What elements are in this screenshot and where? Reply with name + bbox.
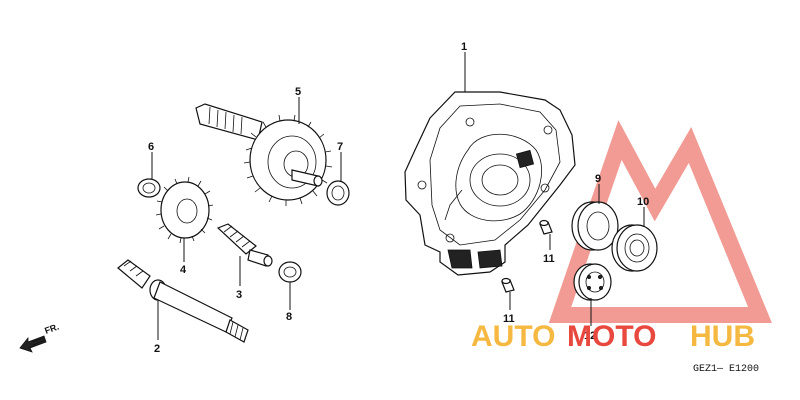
direction-marker: FR. bbox=[19, 322, 60, 353]
diagram-code: GEZ1— E1200 bbox=[693, 364, 759, 375]
part-driveshaft-2[interactable] bbox=[117, 259, 249, 343]
callout-9: 9 bbox=[595, 173, 601, 185]
part-washer-8[interactable] bbox=[278, 261, 302, 283]
watermark-text: AUTO MOTO HUB bbox=[471, 320, 755, 353]
part-bearing-9[interactable] bbox=[571, 201, 619, 251]
part-countershaft[interactable] bbox=[195, 103, 333, 206]
watermark-moto: MOTO bbox=[567, 320, 656, 353]
callout-7: 7 bbox=[337, 141, 343, 153]
callout-10: 10 bbox=[637, 196, 649, 208]
callout-11-lower: 11 bbox=[503, 313, 515, 325]
front-arrow-icon bbox=[19, 335, 47, 353]
callout-1: 1 bbox=[461, 41, 467, 53]
part-bearing-12[interactable] bbox=[573, 263, 612, 301]
part-shaft-3[interactable] bbox=[216, 223, 273, 267]
part-gear-4[interactable] bbox=[155, 176, 214, 244]
callout-4: 4 bbox=[180, 264, 187, 276]
callout-8: 8 bbox=[286, 311, 292, 323]
watermark-hub: HUB bbox=[690, 320, 755, 353]
leader-lines bbox=[151, 52, 645, 340]
part-dowel-pin-11a[interactable] bbox=[539, 219, 553, 235]
callout-3: 3 bbox=[236, 289, 242, 301]
front-label: FR. bbox=[43, 322, 60, 336]
callout-2: 2 bbox=[154, 343, 160, 355]
callout-11-upper: 11 bbox=[543, 253, 555, 265]
watermark-auto: AUTO bbox=[471, 320, 555, 353]
part-oil-seal-10[interactable] bbox=[611, 224, 658, 272]
callout-5: 5 bbox=[295, 86, 301, 98]
watermark-logo bbox=[548, 120, 772, 323]
callout-12: 12 bbox=[584, 330, 596, 342]
part-washer-7[interactable] bbox=[326, 180, 350, 206]
callout-6: 6 bbox=[148, 141, 154, 153]
part-washer-6[interactable] bbox=[137, 178, 161, 198]
part-dowel-pin-11b[interactable] bbox=[501, 277, 515, 293]
part-case-cover[interactable] bbox=[404, 91, 576, 276]
callout-labels: 1 2 3 4 5 6 7 8 9 10 11 11 12 bbox=[148, 41, 649, 355]
